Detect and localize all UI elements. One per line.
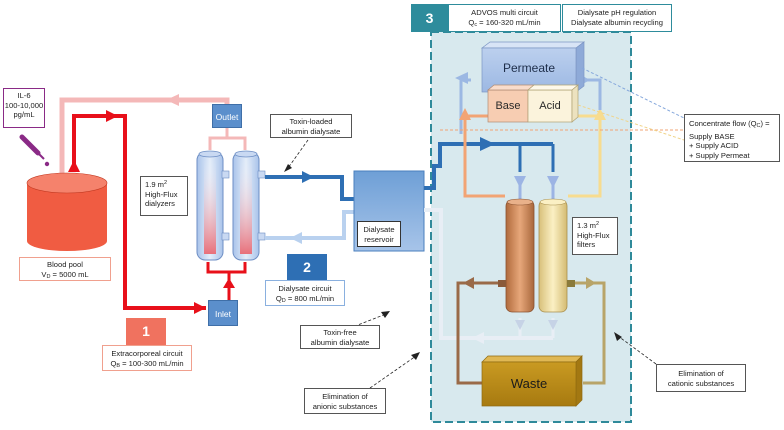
filters-type: High-Flux [577, 230, 610, 240]
filters-label-box: 1.3 m2 High-Flux filters [572, 217, 618, 255]
toxin-free-line2: albumin dialysate [310, 337, 370, 347]
blood-pool-title: Blood pool [47, 260, 83, 269]
reservoir-line2: reservoir [364, 234, 394, 244]
acid-line [568, 114, 602, 198]
advos-return-arrowhead [472, 332, 484, 344]
regulation-line1: Dialysate pH regulation [577, 8, 657, 17]
filter-orange [498, 198, 535, 313]
toxin-loaded-arrowhead [302, 171, 314, 183]
toxin-free-box: Toxin-free albumin dialysate [300, 325, 380, 349]
blood-pool-volume: VD = 5000 mL [41, 269, 89, 280]
il6-label: IL-6 [17, 91, 31, 100]
advos-flow: Qc = 160-320 mL/min [468, 17, 541, 28]
cationic-elimination-box: Elimination of cationic substances [656, 364, 746, 392]
dialyzers-type: High-Flux [145, 189, 178, 199]
inlet-to-dialyzer-line [206, 262, 231, 300]
acid-label: Acid [539, 100, 561, 112]
advos-return-line [424, 208, 553, 340]
inlet-up-arrowhead [223, 278, 235, 288]
concentrate-box: Concentrate flow (QC) = Supply BASE + Su… [684, 114, 780, 162]
filters-area: 1.3 m2 [577, 221, 600, 230]
toxin-loaded-box: Toxin-loaded albumin dialysate [270, 114, 352, 138]
regulation-line2: Dialysate albumin recycling [570, 17, 663, 27]
concentrate-permeate: + Supply Permeat [689, 150, 750, 160]
dialysate-circuit-flow: QD = 800 mL/min [275, 293, 335, 304]
waste-block [481, 355, 583, 407]
base-line [463, 114, 505, 198]
advos-title-box: ADVOS multi circuit Qc = 160-320 mL/min [448, 4, 561, 32]
filters-name: filters [577, 240, 596, 249]
outlet-box: Outlet [212, 104, 242, 128]
reservoir-line1: Dialysate [363, 225, 395, 234]
reservoir-to-advos-line [424, 142, 553, 190]
dialyzers-name: dialyzers [145, 199, 175, 208]
dialysate-number-badge: 2 [287, 254, 327, 280]
toxin-free-dialysate-line [265, 210, 356, 240]
concentrate-base: Supply BASE [689, 131, 735, 141]
blood-supply-line [72, 114, 206, 310]
dialyzer-right [232, 150, 266, 261]
extracorporeal-title: Extracorporeal circuit [111, 349, 183, 358]
toxin-loaded-line2: albumin dialysate [281, 126, 341, 136]
filter-yellow [538, 198, 575, 313]
permeate-label: Permeate [502, 61, 556, 75]
il6-box: IL-6 100-10,000 pg/mL [3, 88, 45, 128]
waste-label: Waste [510, 376, 548, 391]
inlet-box: Inlet [208, 300, 238, 326]
extracorporeal-flow: QB = 100-300 mL/min [110, 358, 184, 369]
blood-pool-label-box: Blood pool VD = 5000 mL [19, 257, 111, 281]
advos-number-badge: 3 [411, 4, 448, 32]
cationic-line2: cationic substances [667, 378, 735, 388]
dialyzer-bridge-bottom [229, 262, 247, 274]
toxin-free-arrowhead [290, 232, 302, 244]
acid-block [527, 84, 579, 123]
base-block [487, 84, 535, 123]
blood-supply-arrowhead-right [106, 110, 118, 122]
toxin-loaded-dialysate-line [265, 175, 356, 201]
il6-range: 100-10,000 [4, 100, 44, 110]
toxin-loaded-line1: Toxin-loaded [289, 117, 333, 126]
concentrate-title: Concentrate flow (QC) = [689, 119, 770, 129]
anionic-waste-line [456, 281, 498, 385]
anionic-elimination-box: Elimination of anionic substances [304, 388, 386, 414]
advos-inlet-arrowhead [480, 137, 495, 151]
dialyzers-label-box: 1.9 m2 High-Flux dialyzers [140, 176, 188, 216]
dialysate-circuit-title: Dialysate circuit [278, 284, 332, 293]
anionic-line1: Elimination of [322, 392, 368, 401]
blood-return-arrowhead [166, 94, 179, 106]
dialyzer-bridge-top [208, 136, 247, 150]
concentrate-acid: + Supply ACID [689, 141, 739, 150]
advos-title: ADVOS multi circuit [471, 8, 538, 17]
pipette-icon [19, 134, 50, 167]
dialyzer-left [196, 150, 230, 261]
dialysate-circuit-box: Dialysate circuit QD = 800 mL/min [265, 280, 345, 306]
blood-supply-arrowhead-inlet [194, 302, 206, 314]
advos-regulation-box: Dialysate pH regulation Dialysate albumi… [562, 4, 672, 32]
extracorporeal-number-badge: 1 [126, 318, 166, 345]
blood-supply-arrowhead-up [68, 160, 80, 172]
extracorporeal-box: Extracorporeal circuit QB = 100-300 mL/m… [102, 345, 192, 371]
toxin-free-line1: Toxin-free [323, 328, 357, 337]
cationic-line1: Elimination of [678, 369, 724, 378]
anionic-line2: anionic substances [312, 401, 378, 411]
dialyzers-area: 1.9 m2 [145, 180, 168, 189]
blood-pool-cylinder [26, 172, 108, 251]
base-label: Base [495, 100, 521, 112]
reservoir-label-box: Dialysate reservoir [357, 221, 401, 247]
il6-unit: pg/mL [13, 110, 35, 119]
